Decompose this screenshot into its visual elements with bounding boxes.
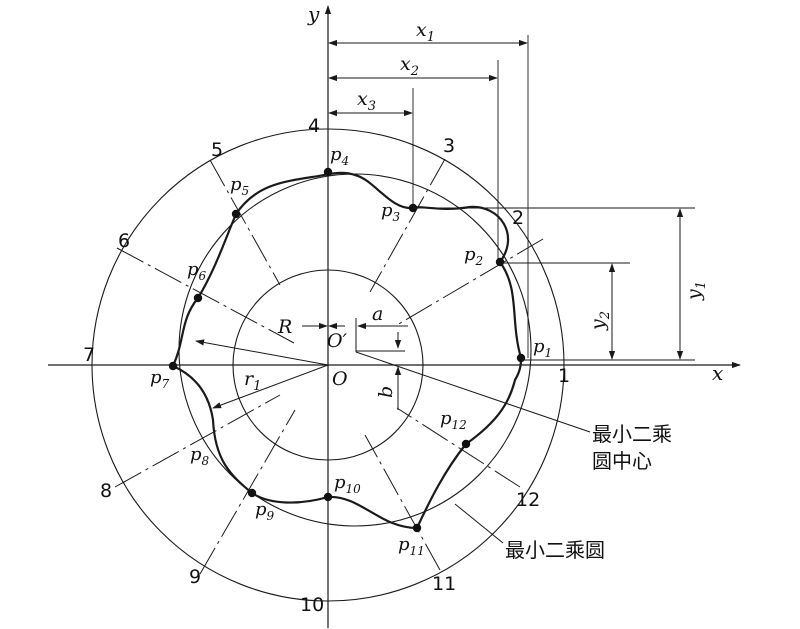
- ray-3: [369, 158, 446, 293]
- ray-number-9: 9: [189, 566, 201, 588]
- ray-number-11: 11: [432, 573, 456, 595]
- point-label-p3: p3: [381, 200, 401, 224]
- ray-number-12: 12: [516, 489, 540, 511]
- ray-number-8: 8: [100, 480, 112, 502]
- ls-center-label: O′: [327, 330, 348, 352]
- point-marker: [168, 361, 178, 371]
- origin-label: O: [332, 368, 348, 390]
- point-marker: [247, 488, 257, 498]
- ray-number-6: 6: [118, 230, 130, 252]
- dim-R-label: R: [277, 316, 292, 338]
- point-label-p1: p1: [533, 336, 552, 360]
- point-label-p9: p9: [255, 499, 275, 523]
- dimension-arrows: [195, 39, 684, 410]
- point-marker: [323, 492, 333, 502]
- ray-number-1: 1: [558, 365, 570, 387]
- point-label-p4: p4: [330, 144, 349, 168]
- measured-profile-curve: [171, 171, 523, 530]
- dim-y1-label: y1: [683, 281, 709, 301]
- dim-y2-label: y2: [587, 311, 613, 331]
- ray-number-5: 5: [211, 139, 223, 161]
- ray-number-10: 10: [300, 594, 324, 616]
- radius-arrow-to-p7: [195, 339, 329, 366]
- ray-12: [396, 407, 521, 488]
- point-label-p2: p2: [464, 244, 483, 268]
- annotation-leaders: [355, 351, 591, 544]
- point-marker: [461, 439, 471, 449]
- ray-number-2: 2: [512, 207, 524, 229]
- point-label-p10: p10: [334, 472, 361, 496]
- point-labels: p1 p2 p3 p4 p5 p6 p7 p8 p9 p10 p11 p12: [150, 144, 552, 558]
- leader-ls-circle: [454, 503, 504, 544]
- y-axis-label: y: [307, 2, 320, 26]
- radius-arrow-r1: [212, 364, 329, 409]
- point-marker: [231, 209, 241, 219]
- x-axis-label: x: [712, 361, 723, 385]
- dim-x1-label: x1: [416, 19, 435, 45]
- ray-number-3: 3: [443, 135, 455, 157]
- point-label-p7: p7: [150, 367, 170, 391]
- ray-8: [114, 394, 281, 488]
- dim-b-label: b: [375, 386, 397, 398]
- dim-x3-label: x3: [357, 88, 376, 114]
- point-label-p8: p8: [190, 444, 210, 468]
- coordinate-axes: [48, 5, 741, 628]
- ray-number-4: 4: [308, 115, 320, 137]
- point-marker: [412, 523, 422, 533]
- ls-center-annotation-line1: 最小二乘: [592, 422, 672, 446]
- extension-lines: [412, 35, 695, 361]
- ray-2: [396, 238, 544, 326]
- dim-x2-label: x2: [400, 53, 419, 79]
- ls-circle-annotation: 最小二乘圆: [505, 538, 605, 562]
- dim-a-label: a: [372, 303, 383, 325]
- point-label-p6: p6: [187, 259, 207, 283]
- point-label-p11: p11: [398, 534, 425, 558]
- ray-5: [209, 159, 281, 286]
- ray-6: [116, 247, 295, 344]
- point-marker: [516, 353, 526, 363]
- ls-center-annotation-line2: 圆中心: [592, 449, 652, 473]
- point-label-p12: p12: [440, 408, 467, 432]
- point-marker: [495, 257, 505, 267]
- ray-number-7: 7: [83, 344, 95, 366]
- point-label-p5: p5: [230, 174, 249, 198]
- outer-circle: [91, 128, 565, 602]
- inner-circle: [232, 269, 424, 461]
- point-marker: [193, 293, 203, 303]
- ray-11: [364, 434, 441, 571]
- radial-rays: [114, 158, 544, 575]
- point-marker: [323, 167, 333, 177]
- profile-points: [168, 167, 526, 533]
- leader-ls-center: [355, 351, 591, 433]
- ray-number-labels: 1 2 3 4 5 6 7 8 9 10 11 12: [83, 115, 570, 616]
- dim-r1-label: r1: [244, 368, 261, 394]
- ray-9: [199, 409, 296, 575]
